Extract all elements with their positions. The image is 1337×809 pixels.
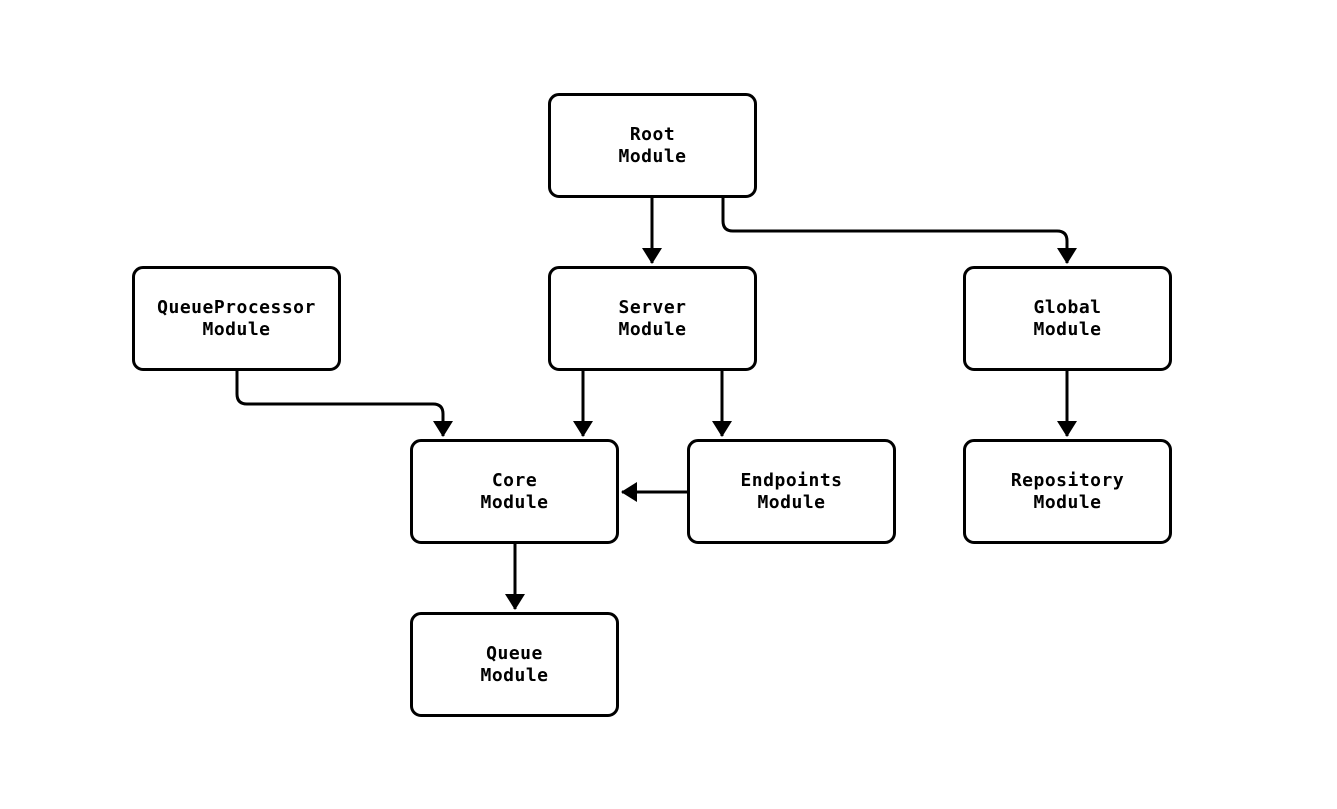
edge-queueprocessor-to-core [235, 371, 453, 437]
node-global-module: Global Module [963, 266, 1172, 371]
node-repository-module: Repository Module [963, 439, 1172, 544]
node-core-module: Core Module [410, 439, 619, 544]
edge-root-to-global [721, 197, 1077, 264]
node-root-module-label: Root Module [618, 123, 687, 167]
node-core-module-label: Core Module [480, 469, 549, 513]
node-queue-module-label: Queue Module [480, 642, 549, 686]
node-global-module-label: Global Module [1033, 296, 1102, 340]
node-queueprocessor-module-label: QueueProcessor Module [157, 296, 316, 340]
node-endpoints-module-label: Endpoints Module [740, 469, 843, 513]
node-queueprocessor-module: QueueProcessor Module [132, 266, 341, 371]
node-endpoints-module: Endpoints Module [687, 439, 896, 544]
node-server-module-label: Server Module [618, 296, 687, 340]
node-root-module: Root Module [548, 93, 757, 198]
node-queue-module: Queue Module [410, 612, 619, 717]
node-server-module: Server Module [548, 266, 757, 371]
node-repository-module-label: Repository Module [1010, 469, 1125, 513]
